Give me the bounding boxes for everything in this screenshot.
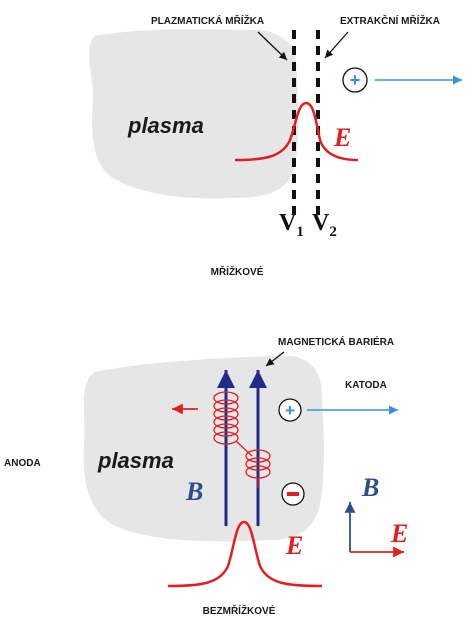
plasma-grid-label: PLAZMATICKÁ MŘÍŽKA: [151, 14, 264, 27]
magnetic-barrier-pointer: [265, 351, 285, 367]
positive-ion-sign-bottom: +: [285, 401, 295, 420]
e-label-bottom: E: [285, 531, 303, 560]
positive-ion-top: [342, 67, 368, 93]
voltage-v2: V2: [312, 210, 337, 240]
plasma-grid-pointer: [257, 31, 288, 61]
positive-ion-sign-top: +: [350, 70, 361, 90]
axis-e-label: E: [390, 519, 408, 548]
electron-gyration-coil-left: [213, 391, 253, 457]
caption-gridless: BEZMŘÍŽKOVÉ: [203, 604, 276, 617]
e-label-top: E: [333, 123, 351, 152]
electron-gyration-coil-right: [245, 449, 271, 488]
b-field-label: B: [185, 477, 203, 506]
electric-field-curve-top: [234, 101, 359, 162]
cathode-label: KATODA: [345, 380, 387, 391]
plasma-blob-top: [89, 29, 299, 199]
extraction-grid-pointer: [324, 31, 349, 59]
axis-b-label: B: [361, 473, 379, 502]
extraction-grid-label: EXTRAKČNÍ MŘÍŽKA: [340, 14, 440, 27]
electron-sign-bottom: [287, 492, 299, 496]
electric-field-curve-bottom: [167, 520, 323, 588]
voltage-v1: V1: [279, 210, 304, 240]
anode-label: ANODA: [4, 458, 41, 469]
positive-ion-bottom: [278, 398, 302, 422]
plasma-label-bottom: plasma: [97, 448, 174, 473]
caption-gridded: MŘÍŽKOVÉ: [211, 265, 264, 278]
plasma-blob-bottom: [83, 356, 324, 542]
gridless-diagram: MAGNETICKÁ BARIÉRA + KATODA ANODA plasma…: [4, 335, 408, 617]
gridded-diagram: PLAZMATICKÁ MŘÍŽKA EXTRAKČNÍ MŘÍŽKA plas…: [89, 14, 462, 278]
magnetic-barrier-label: MAGNETICKÁ BARIÉRA: [278, 335, 394, 348]
plasma-label-top: plasma: [127, 113, 204, 138]
